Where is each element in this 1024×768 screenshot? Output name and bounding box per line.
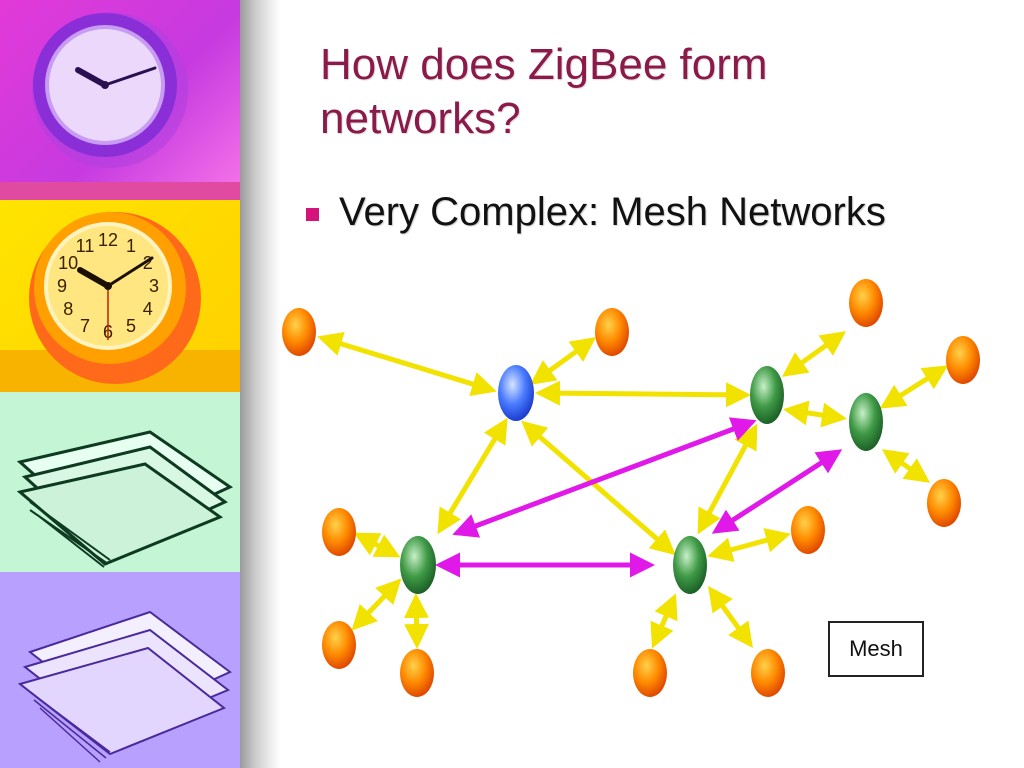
slide-title: How does ZigBee form networks? (320, 40, 768, 143)
router-node (400, 536, 436, 594)
magenta-links (435, 417, 843, 578)
end-device-node (927, 479, 961, 527)
green-papers-image (0, 392, 240, 572)
end-device-node (946, 336, 980, 384)
yellow-links (317, 331, 949, 649)
orange-clock-image: 121234567891011 (0, 200, 240, 392)
purple-clock-image (0, 0, 240, 182)
router-node (673, 536, 707, 594)
bullet-item: Very Complex: Mesh Networks (306, 190, 886, 235)
router-node (849, 393, 883, 451)
purple-papers-image (0, 572, 240, 768)
clock-number: 10 (58, 253, 78, 273)
clock-number: 4 (143, 299, 153, 319)
end-device-node (633, 649, 667, 697)
router-node (750, 366, 784, 424)
decorative-image-strip: 121234567891011 (0, 0, 240, 768)
end-device-node (791, 506, 825, 554)
router-nodes (400, 366, 883, 594)
clock-number: 8 (63, 299, 73, 319)
end-device-nodes (282, 279, 980, 697)
bullet-square-icon (306, 208, 319, 221)
end-device-node (751, 649, 785, 697)
end-device-node (849, 279, 883, 327)
mesh-network-diagram (282, 279, 980, 697)
coordinator-node (498, 365, 534, 421)
clock-number: 5 (126, 316, 136, 336)
clock-number: 7 (80, 316, 90, 336)
end-device-node (322, 621, 356, 669)
mesh-label: Mesh (849, 636, 903, 661)
clock-number: 3 (149, 276, 159, 296)
clock-number: 1 (126, 236, 136, 256)
end-device-node (400, 649, 434, 697)
end-device-node (595, 308, 629, 356)
end-device-node (322, 508, 356, 556)
clock-number: 11 (76, 236, 95, 256)
strip-shadow (240, 0, 280, 768)
clock-number: 2 (143, 253, 153, 273)
clock-number: 9 (57, 276, 67, 296)
clock-number: 12 (98, 230, 118, 250)
bullet-text: Very Complex: Mesh Networks (339, 190, 886, 234)
mesh-label-box: Mesh (828, 621, 924, 677)
end-device-node (282, 308, 316, 356)
